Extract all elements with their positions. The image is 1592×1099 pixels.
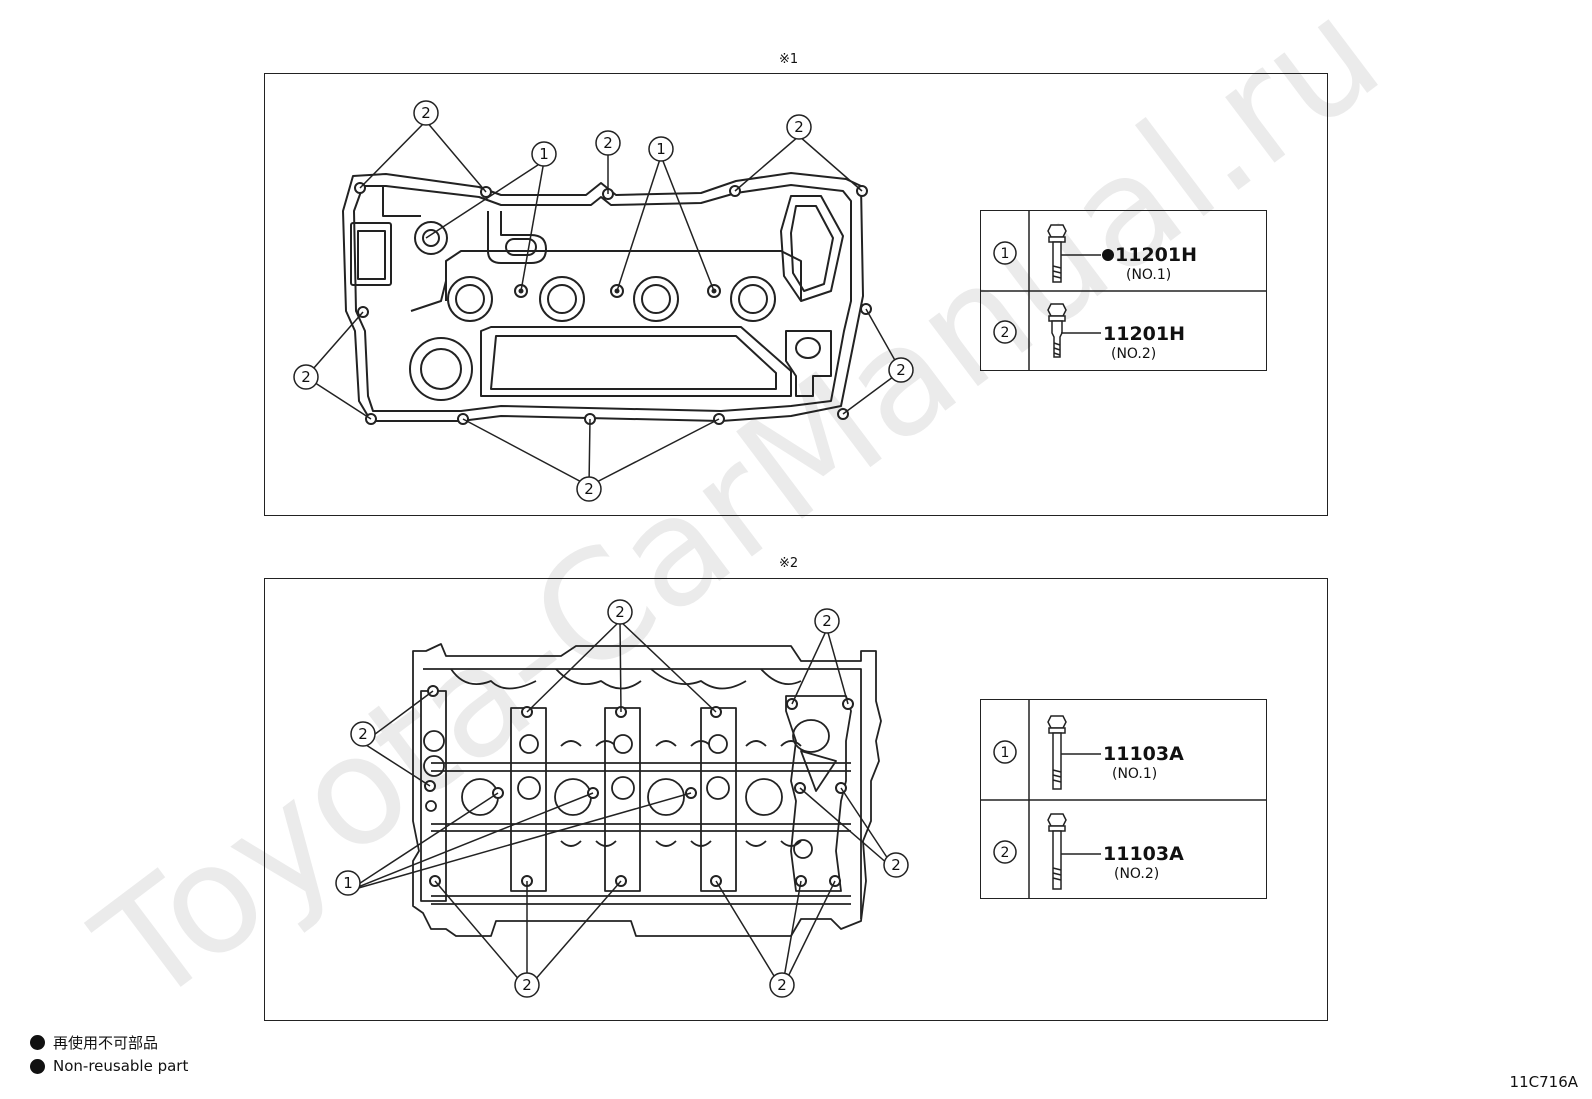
bolt-icon (1047, 715, 1067, 790)
bolt-table-1: 1 2 11201H (NO.1) 11201H ( (980, 210, 1267, 371)
panel-1-ref-mark: ※1 (779, 52, 799, 67)
cover-outline (342, 172, 864, 422)
row-number: 1 (1001, 745, 1010, 761)
row-number: 2 (1001, 845, 1010, 861)
callout-2: 2 (615, 603, 625, 621)
callout-2: 2 (584, 480, 594, 498)
part-number: 11201H (1103, 323, 1185, 345)
part-note: (NO.2) (1114, 866, 1159, 882)
bolt-icon (1047, 224, 1067, 283)
callout-2: 2 (301, 368, 311, 386)
callout-2: 2 (822, 612, 832, 630)
legend-jp-label: 再使用不可部品 (53, 1034, 159, 1052)
callout-2: 2 (896, 361, 906, 379)
part-note: (NO.1) (1112, 766, 1157, 782)
callout-1: 1 (343, 874, 353, 892)
non-reusable-dot-icon (30, 1058, 45, 1074)
part-note: (NO.2) (1111, 346, 1156, 362)
part-number: 11103A (1103, 743, 1184, 765)
row-number: 1 (1001, 246, 1010, 262)
callout-2: 2 (358, 725, 368, 743)
legend-en-label: Non-reusable part (53, 1057, 189, 1075)
legend-en: Non-reusable part (30, 1057, 188, 1075)
callout-2: 2 (794, 118, 804, 136)
cylinder-head-cover-panel: 2 1 2 1 2 2 2 2 1 2 (264, 73, 1328, 516)
callout-1: 1 (539, 145, 549, 163)
bolt-icon (1047, 303, 1067, 358)
part-note: (NO.1) (1126, 267, 1171, 283)
figure-code: 11C716A (1509, 1073, 1578, 1091)
bolt-table-2: 1 2 11103A (NO.1) 11103A (NO.2) (980, 699, 1267, 899)
part-number: 11201H (1115, 244, 1197, 266)
cylinder-head-diagram: 2 2 2 1 2 2 2 (335, 599, 909, 998)
callout-2: 2 (777, 976, 787, 994)
cylinder-head-panel: 2 2 2 1 2 2 2 1 2 (264, 578, 1328, 1021)
non-reusable-dot-icon (30, 1035, 45, 1050)
legend-jp: 再使用不可部品 (30, 1032, 158, 1053)
callout-1: 1 (656, 140, 666, 158)
callout-2: 2 (891, 856, 901, 874)
bolt-icon (1047, 813, 1067, 890)
callout-2: 2 (421, 104, 431, 122)
panel-2-ref-mark: ※2 (779, 556, 799, 571)
callout-2: 2 (522, 976, 532, 994)
head-cover-diagram: 2 1 2 1 2 2 2 2 (293, 100, 914, 502)
part-number: 11103A (1103, 843, 1184, 865)
callout-2: 2 (603, 134, 613, 152)
row-number: 2 (1001, 325, 1010, 341)
head-outline (412, 643, 882, 937)
non-reusable-mark (1102, 249, 1114, 261)
